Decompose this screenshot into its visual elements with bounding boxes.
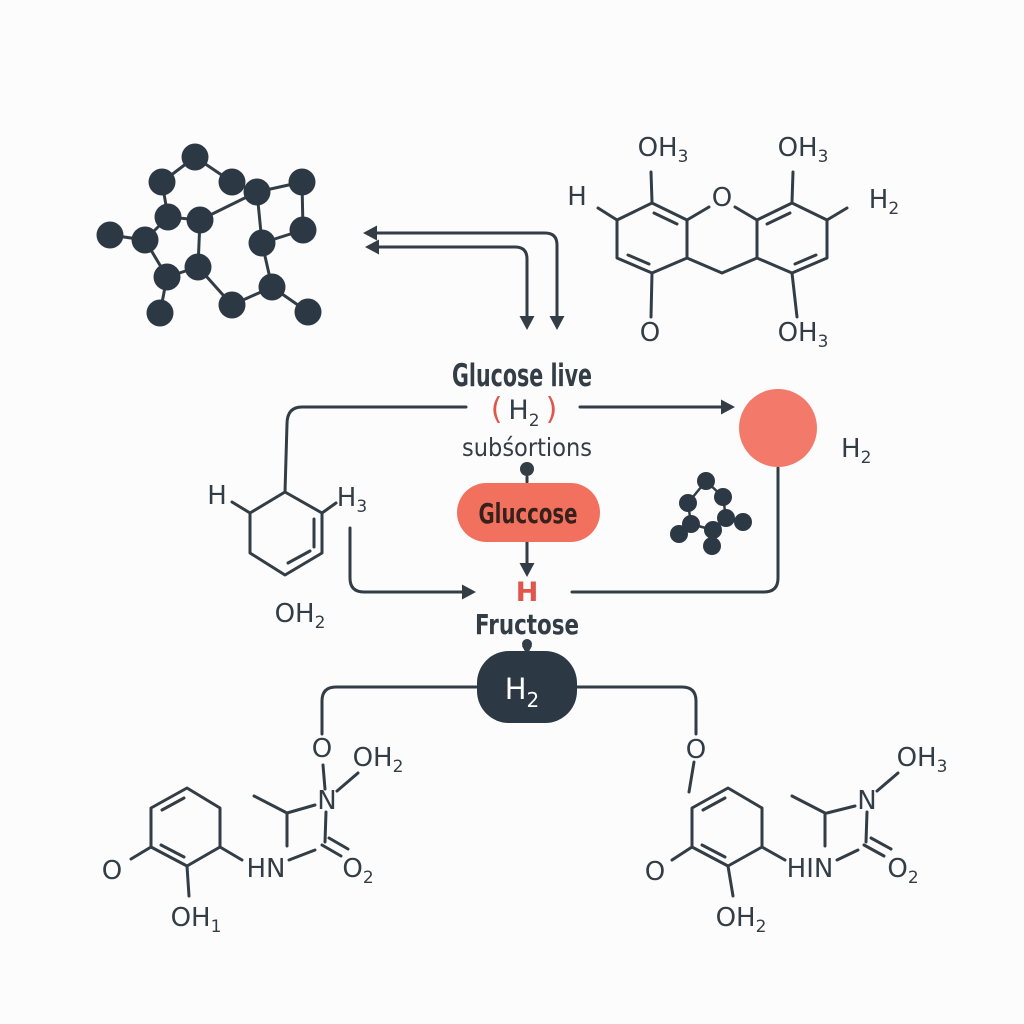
blob-connector-left (320, 685, 479, 736)
arrow-to-h (348, 526, 464, 594)
molecule-node (703, 537, 721, 555)
molecule-node (181, 143, 209, 171)
molecule-node (146, 299, 174, 327)
arrowhead-right (462, 584, 476, 600)
molecule-node (682, 515, 700, 533)
molecule-node (131, 226, 159, 254)
connector-line (283, 405, 468, 494)
label-n: N (317, 786, 336, 816)
bond (685, 205, 759, 222)
label-oh2: OH2 (275, 599, 326, 633)
label-hin: HIN (787, 854, 834, 884)
double-bond (700, 796, 727, 859)
glucose-pill-label: Gluccose (479, 497, 578, 530)
arrowhead-down (519, 563, 535, 577)
molecule-node (154, 203, 182, 231)
molecule-node (670, 525, 688, 543)
molecule-network-small (670, 472, 752, 555)
molecule-node (243, 178, 271, 206)
molecule-node (218, 291, 246, 319)
arrowhead-down (549, 316, 565, 330)
label-o2: O2 (887, 854, 918, 888)
molecule-node (218, 168, 246, 196)
arrowhead-left (363, 225, 377, 241)
label-oh3: OH3 (778, 318, 829, 352)
bond (685, 256, 759, 275)
cyclohexene-structure: H H3 OH2 (207, 481, 367, 633)
arrow-line (376, 245, 529, 318)
label-n: N (857, 786, 876, 816)
molecule-node (258, 273, 286, 301)
arrowhead-down (519, 316, 535, 330)
teardrop-tail (522, 646, 532, 655)
glucose-pill (457, 483, 600, 542)
label-h-red: H (516, 577, 539, 608)
bottom-right-structure: O OH3 N O HIN O2 OH2 (645, 735, 948, 937)
bond (252, 763, 360, 862)
label-o: O (686, 735, 706, 765)
label-o: O (102, 856, 122, 886)
title-glucose-live: Glucose live (452, 358, 592, 394)
main-flow: Glucose live (H2) subśortions Gluccose H… (283, 358, 871, 736)
bond (129, 845, 244, 898)
molecule-node (294, 298, 322, 326)
double-bond (286, 517, 316, 565)
label-oh1: OH1 (171, 903, 222, 937)
label-o: O (645, 857, 665, 887)
junction-dot (520, 462, 534, 476)
label-h: H (207, 481, 227, 511)
molecule-node (714, 488, 732, 506)
circle-connector (570, 466, 780, 594)
molecule-node (248, 229, 276, 257)
label-oh3: OH3 (778, 133, 829, 167)
molecule-node (288, 168, 316, 196)
h2-blob-label: H2 (505, 672, 540, 712)
molecule-node (186, 206, 214, 234)
double-bond (626, 211, 818, 266)
arrowhead-right (721, 399, 735, 415)
label-oh3: OH3 (638, 133, 689, 167)
molecule-node (96, 221, 124, 249)
label-hn: HN (247, 854, 286, 884)
xanthene-structure: OH3 OH3 O H H2 O OH3 (567, 133, 899, 352)
label-o2: O2 (342, 854, 373, 888)
label-o: O (312, 734, 332, 764)
retro-arrows (363, 225, 565, 330)
label-o: O (712, 183, 732, 213)
label-oh2: OH2 (716, 903, 767, 937)
molecule-node (184, 253, 212, 281)
arrowhead-left (365, 239, 379, 255)
bond (230, 500, 338, 515)
molecule-node (704, 521, 722, 539)
label-oh3: OH3 (897, 743, 948, 777)
molecule-node (148, 168, 176, 196)
bottom-left-structure: O OH2 N O HN O2 OH1 (102, 734, 404, 937)
label-h3: H3 (337, 483, 367, 517)
h2-blob (477, 651, 577, 723)
label-subsortions: subśortions (462, 433, 592, 462)
molecule-node (679, 494, 697, 512)
molecule-node (153, 263, 181, 291)
label-h2: H2 (869, 185, 899, 219)
label-h2: H2 (841, 434, 871, 468)
bond (790, 771, 900, 862)
arrow-line (374, 231, 559, 318)
label-h: H (567, 182, 587, 212)
label-fructose: Fructose (475, 608, 579, 641)
molecule-node (289, 216, 317, 244)
label-o: O (640, 318, 660, 348)
molecule-node (717, 509, 735, 527)
red-circle (739, 389, 817, 467)
bond (596, 170, 849, 319)
molecule-network-large (96, 143, 322, 327)
blob-connector-right (575, 685, 698, 736)
bond (670, 760, 787, 898)
double-bond (159, 796, 186, 859)
label-oh2: OH2 (353, 743, 404, 777)
molecule-node (734, 513, 752, 531)
label-h2-parenthetical: (H2) (491, 392, 558, 431)
molecule-node (697, 472, 715, 490)
